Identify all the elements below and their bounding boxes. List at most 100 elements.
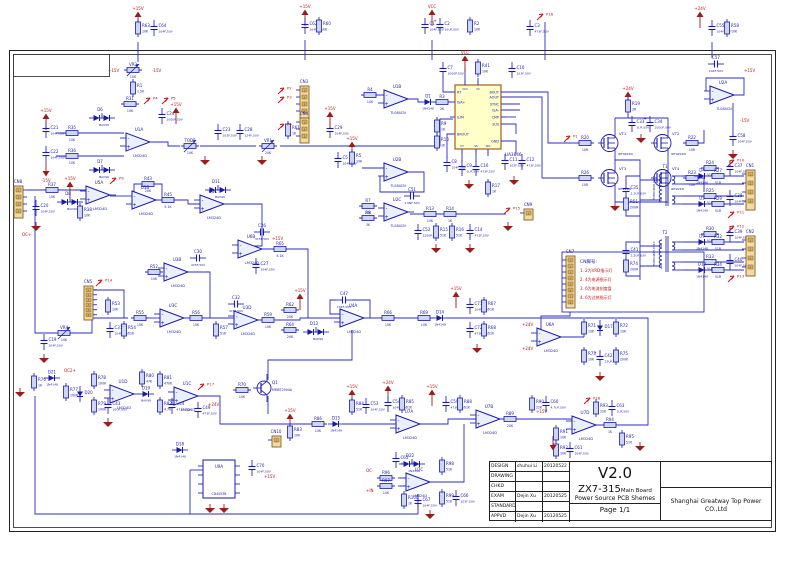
svg-text:2.2UF,63V: 2.2UF,63V — [631, 254, 647, 258]
svg-text:R79: R79 — [98, 401, 106, 406]
gnd-sym — [205, 504, 215, 513]
svg-text:1.0NF,50V: 1.0NF,50V — [404, 201, 421, 205]
flag-p11: P11 — [727, 210, 745, 219]
gnd-sym — [15, 388, 25, 397]
svg-text:22UF,50V: 22UF,50V — [605, 360, 621, 364]
svg-text:P10: P10 — [737, 158, 745, 163]
svg-text:+15V: +15V — [108, 68, 119, 73]
svg-text:C2: C2 — [445, 21, 451, 26]
svg-text:+: + — [710, 98, 714, 104]
svg-text:GND: GND — [491, 140, 499, 144]
svg-text:10K: 10K — [294, 434, 301, 438]
svg-text:+: + — [164, 275, 168, 281]
svg-text:473F,50V: 473F,50V — [255, 237, 270, 241]
svg-text:-: - — [574, 419, 576, 425]
svg-text:R74: R74 — [630, 261, 638, 266]
svg-text:20K: 20K — [365, 211, 372, 215]
svg-text:D7: D7 — [97, 159, 103, 164]
svg-text:102F,50V: 102F,50V — [461, 500, 476, 504]
svg-text:1: 1 — [88, 288, 90, 292]
svg-text:-: - — [539, 331, 541, 337]
svg-text:R57: R57 — [220, 325, 228, 330]
svg-text:3: 3 — [18, 202, 20, 206]
svg-text:P16: P16 — [546, 12, 554, 17]
svg-text:+15V: +15V — [294, 288, 305, 293]
svg-text:-: - — [162, 312, 164, 318]
svg-text:C54: C54 — [393, 399, 401, 404]
pwm-controller-ic: RTISA+ILIMBROUTBOUTAOUTSYNCISA-CMPSUSGND… — [450, 80, 522, 157]
svg-text:104F,50V: 104F,50V — [41, 210, 56, 214]
svg-text:1N4148: 1N4148 — [696, 275, 708, 279]
tb-row-label: EXAM — [490, 492, 516, 501]
svg-text:+24V: +24V — [522, 346, 533, 351]
svg-text:C53: C53 — [371, 401, 379, 406]
wire-segment-63 — [176, 199, 200, 205]
svg-text:R43: R43 — [144, 176, 152, 181]
svg-text:R31: R31 — [126, 96, 134, 101]
svg-text:C29: C29 — [335, 125, 343, 130]
svg-text:473F,50V: 473F,50V — [475, 234, 490, 238]
svg-text:104F,50V: 104F,50V — [423, 504, 438, 508]
svg-text:IRF9Z24N: IRF9Z24N — [671, 152, 686, 156]
svg-text:D11: D11 — [212, 179, 221, 184]
svg-text:R30: R30 — [706, 226, 714, 231]
svg-text:BAV99: BAV99 — [99, 123, 109, 127]
svg-text:10K: 10K — [421, 323, 428, 327]
svg-text:C57: C57 — [712, 55, 720, 60]
svg-text:P9: P9 — [119, 176, 124, 181]
svg-text:3: 3 — [304, 134, 306, 138]
svg-text:1UF,50V: 1UF,50V — [617, 410, 631, 414]
svg-text:C55: C55 — [717, 23, 725, 28]
svg-text:R63: R63 — [142, 23, 150, 28]
svg-text:U6A: U6A — [546, 322, 555, 327]
svg-text:4. 6为过热指示灯: 4. 6为过热指示灯 — [580, 294, 612, 300]
svg-text:20K: 20K — [265, 151, 272, 155]
svg-text:CN1: CN1 — [746, 163, 755, 168]
pwr-vcc: VCC — [461, 50, 469, 72]
svg-text:10K: 10K — [239, 395, 246, 399]
svg-text:C67: C67 — [423, 497, 431, 502]
svg-text:LM324D: LM324D — [483, 431, 497, 435]
svg-text:R59: R59 — [264, 312, 272, 317]
svg-text:R99: R99 — [446, 493, 454, 498]
svg-text:51K: 51K — [446, 468, 453, 472]
svg-text:1N4148: 1N4148 — [408, 469, 420, 473]
svg-text:+: + — [384, 215, 388, 221]
tb-row-label: CHKD — [490, 482, 516, 491]
svg-text:1N4148: 1N4148 — [330, 429, 342, 433]
gnd-sym — [636, 134, 646, 143]
svg-text:BAV99: BAV99 — [313, 337, 323, 341]
svg-text:-: - — [88, 189, 90, 195]
svg-text:51K: 51K — [488, 332, 495, 336]
wire-segment-79 — [502, 317, 649, 426]
gnd-sym — [509, 176, 519, 185]
wire-segment-77 — [267, 330, 353, 380]
svg-text:104F,50V: 104F,50V — [735, 170, 750, 174]
svg-text:R20: R20 — [581, 135, 589, 140]
svg-text:104F,50V: 104F,50V — [343, 162, 358, 166]
svg-text:+: + — [384, 102, 388, 108]
svg-text:P3: P3 — [287, 95, 292, 100]
svg-text:+15V: +15V — [170, 102, 181, 107]
svg-text:C34: C34 — [655, 119, 663, 124]
svg-text:VCC: VCC — [462, 87, 468, 91]
